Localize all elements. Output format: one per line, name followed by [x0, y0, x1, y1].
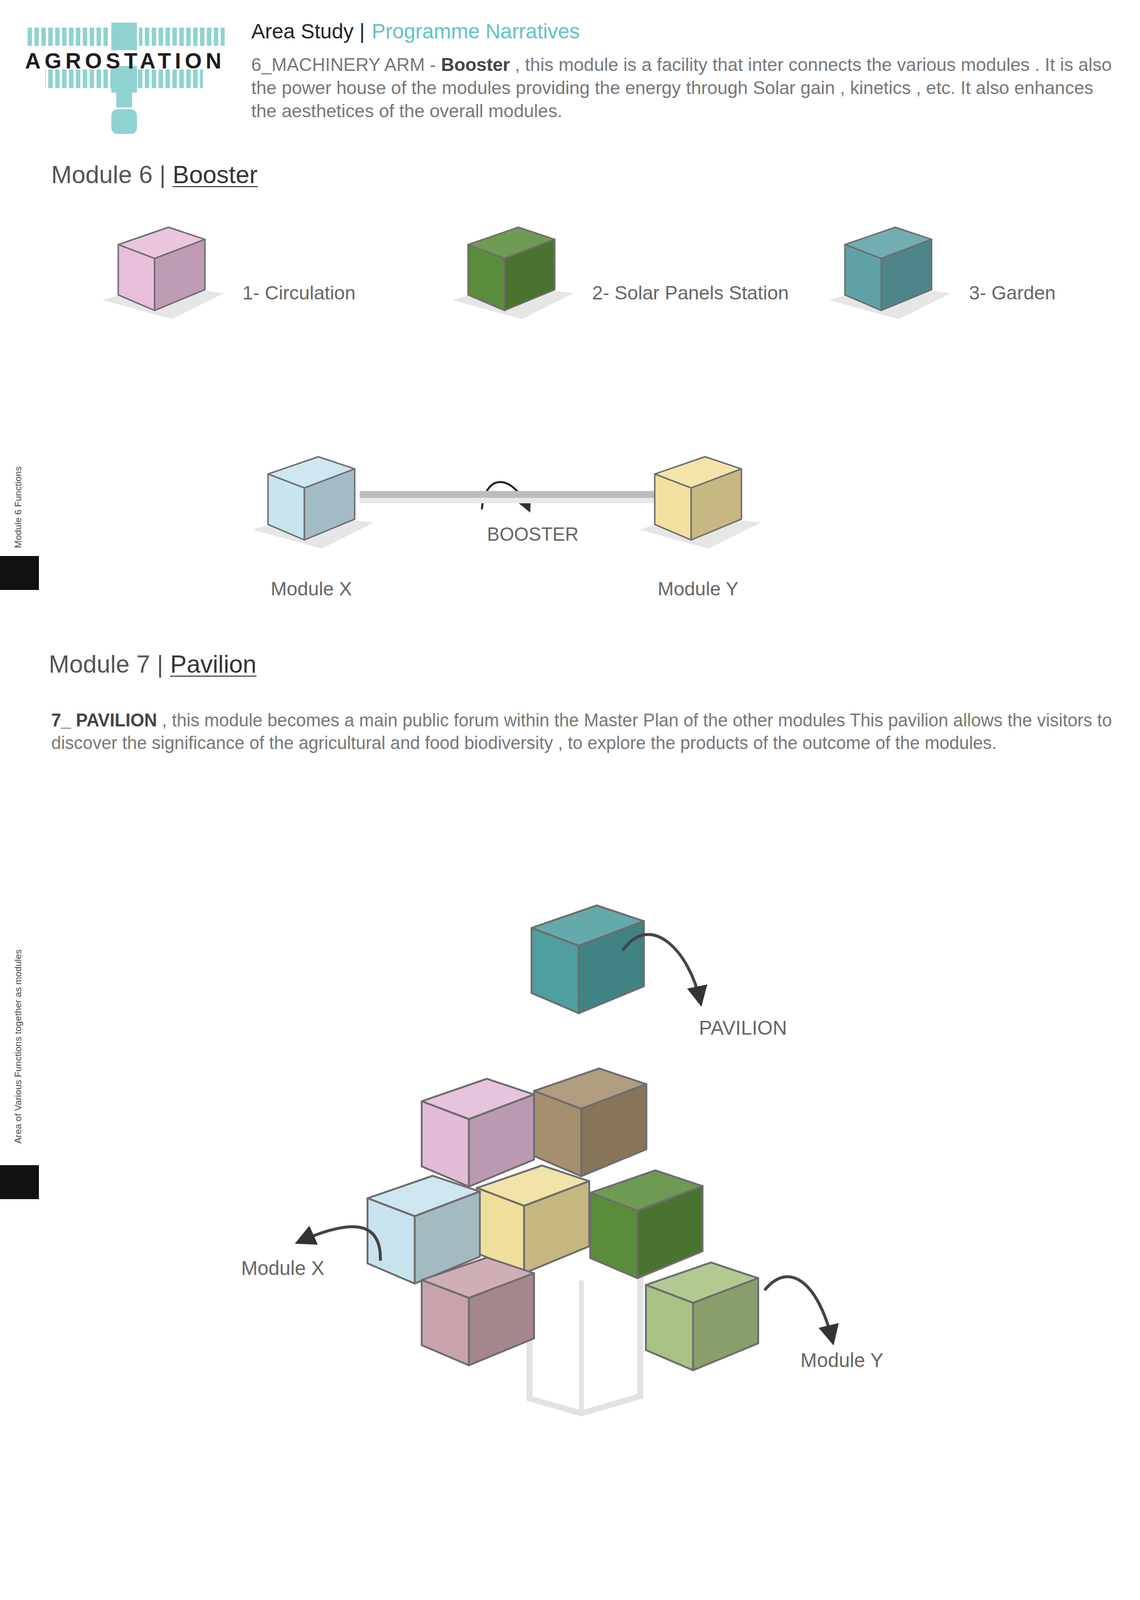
body-paragraph: 6_MACHINERY ARM - Booster , this module …: [251, 53, 1124, 123]
legend-item: 1- Circulation: [112, 221, 356, 321]
cube-face: [304, 469, 355, 540]
cube-face: [421, 1101, 470, 1187]
legend-item: 3- Garden: [838, 221, 1056, 321]
cube-face: [469, 1274, 535, 1367]
module-label: Module Y: [648, 578, 748, 601]
section-heading: Booster: [172, 160, 258, 190]
cube-face: [693, 1278, 759, 1372]
module-cube: [262, 449, 361, 548]
side-label: Module 6 Functions: [12, 466, 24, 549]
callout-label: Module Y: [797, 1348, 887, 1374]
module-cluster: [367, 905, 759, 1414]
cube-face: [118, 244, 155, 311]
module-node: Module Y: [648, 449, 748, 601]
side-label: Area of Various Functions together as mo…: [12, 949, 24, 1145]
paragraph-text: 7_ PAVILION: [51, 710, 158, 731]
module-cube: [648, 449, 748, 548]
cube-face: [637, 1186, 703, 1279]
page-header: Programme Narratives: [371, 19, 580, 44]
legend-swatch: [462, 221, 561, 321]
cube-face: [590, 1193, 638, 1279]
paragraph-text: Booster: [440, 54, 510, 75]
page-header: Area Study |: [251, 19, 365, 44]
legend-item: 2- Solar Panels Station: [462, 221, 789, 321]
side-bar: [0, 1165, 39, 1200]
cube-face: [691, 469, 742, 540]
callout-label: PAVILION: [696, 1016, 791, 1041]
cube-face: [578, 921, 644, 1014]
cube-face: [524, 1181, 590, 1275]
cube-face: [531, 928, 579, 1014]
legend-text: 2- Solar Panels Station: [592, 282, 789, 304]
cube-face: [154, 239, 205, 311]
legend-swatch: [838, 221, 938, 321]
link-bar: [359, 491, 655, 499]
cube-face: [534, 1091, 582, 1177]
callout-label: Module X: [238, 1256, 328, 1281]
cube-face: [645, 1285, 694, 1371]
booster-link: [359, 494, 655, 500]
cube-face: [844, 244, 882, 311]
logo: [25, 22, 225, 135]
cube-face: [654, 474, 692, 541]
ghost-frame: [529, 1261, 641, 1414]
leader-arrow: [622, 934, 701, 1004]
module-label: Module X: [262, 578, 361, 601]
cube-face: [504, 239, 555, 311]
cube-face: [268, 474, 305, 541]
ghost-frame: [578, 1280, 584, 1414]
section-heading: Module 6 |: [51, 160, 167, 190]
cube-face: [468, 244, 505, 311]
paragraph-text: 6_MACHINERY ARM -: [251, 54, 436, 75]
section-heading: Module 7 |: [48, 650, 164, 679]
cube-face: [421, 1280, 470, 1366]
logo-text: AGROSTATION: [25, 48, 226, 74]
legend-text: 1- Circulation: [242, 282, 356, 304]
section-heading: Pavilion: [170, 650, 257, 679]
cube-face: [367, 1198, 415, 1284]
side-bar: [0, 556, 39, 591]
edge-label: BOOSTER: [484, 523, 582, 547]
body-paragraph: 7_ PAVILION , this module becomes a main…: [51, 709, 1128, 755]
paragraph-text: , this module becomes a main public foru…: [51, 710, 1112, 754]
leader-arrow: [764, 1277, 833, 1342]
cube-face: [581, 1084, 647, 1177]
module-node: Module X: [262, 449, 361, 601]
cube-face: [881, 239, 932, 311]
legend-swatch: [112, 221, 211, 321]
legend-text: 3- Garden: [969, 282, 1056, 304]
